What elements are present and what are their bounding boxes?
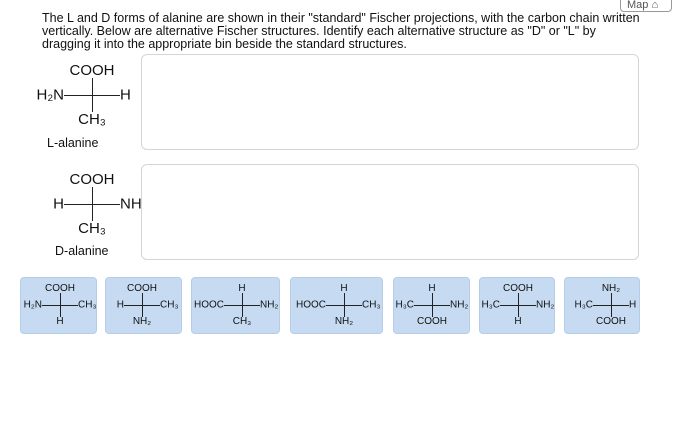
map-icon: ⌂ xyxy=(651,0,659,11)
l-bin[interactable] xyxy=(141,54,639,150)
l-alanine-label: L-alanine xyxy=(47,136,99,150)
d-alanine-label: D-alanine xyxy=(55,244,109,258)
d-bin[interactable] xyxy=(141,164,639,260)
instructions: The L and D forms of alanine are shown i… xyxy=(42,11,640,51)
map-button[interactable]: Map ⌂ xyxy=(620,0,672,12)
